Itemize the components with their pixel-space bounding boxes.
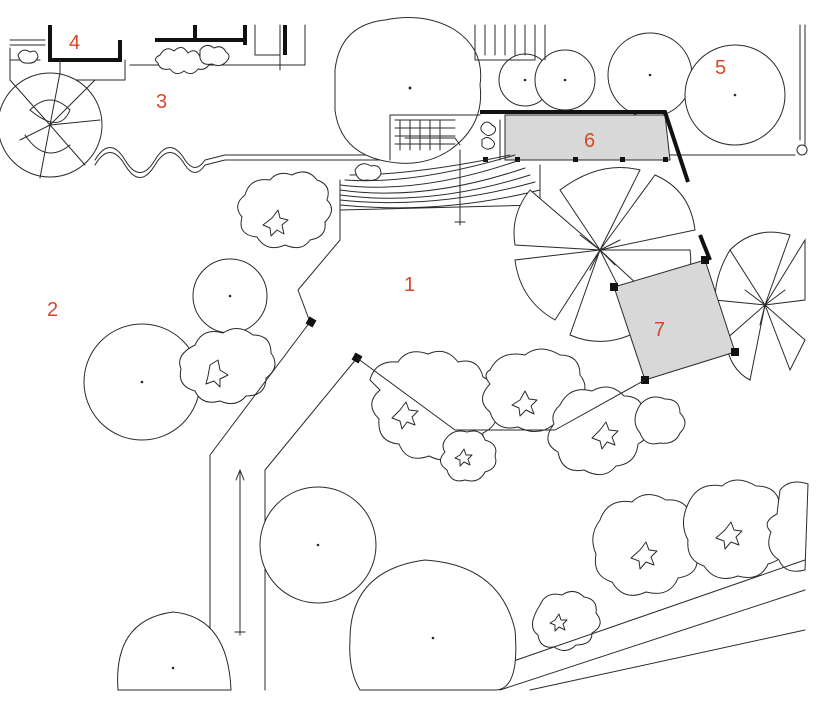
area-label-6: 6 [584,130,595,152]
shrubs-center-lower [356,348,686,482]
area-label-2: 2 [47,299,58,321]
building-top-left [9,24,306,81]
shrubs-left-upper [237,171,332,249]
main-path [209,209,363,691]
tree-top-center [334,17,482,164]
fan-tree-right-2 [714,231,806,381]
hedge-row [17,44,230,75]
shrubs-right-lower [532,479,809,651]
tree-lower-center-left [259,486,377,604]
tree-lower-left [117,611,232,691]
tree-left-mid [192,258,268,334]
pavilion-6 [389,110,690,183]
area-label-1: 1 [404,274,415,296]
tree-lower-center [349,559,517,691]
area-label-5: 5 [715,57,726,79]
area-label-3: 3 [156,91,167,113]
wavy-hedge-line [94,147,391,178]
area-label-4: 4 [69,32,80,54]
tree-radial-top-left [0,72,103,179]
shrubs-left-lower [179,328,276,405]
area-label-7: 7 [654,319,665,341]
